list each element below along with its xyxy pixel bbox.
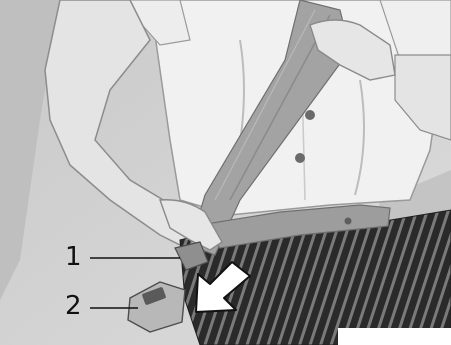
blouse-button <box>295 153 305 163</box>
corner-mask <box>338 328 451 345</box>
callout-label-2: 2 <box>65 293 82 319</box>
blouse-button <box>305 110 315 120</box>
callout-label-1: 1 <box>65 244 82 270</box>
